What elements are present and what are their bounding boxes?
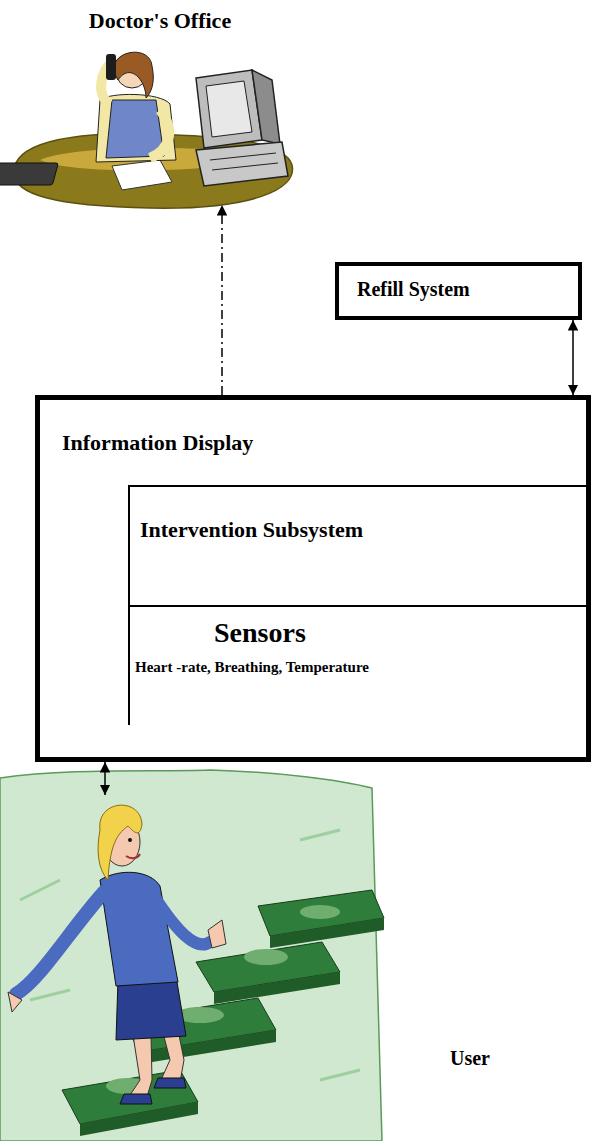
layer-band: SensorsHeart -rate, Breathing, Temperatu… [128,605,586,725]
connector-arrow [572,320,574,395]
layer-band: Intervention Subsystem [128,485,586,605]
node-title: Intervention Subsystem [140,517,363,542]
user-clipart-part [208,920,226,948]
doctor-office-clipart-part [106,54,116,80]
user-clipart-part [98,805,142,880]
node-title: Information Display [62,430,253,455]
doctor-office-clipart-part [114,52,154,98]
user-clipart-part [154,896,210,944]
user-clipart-part [0,770,382,1141]
doctor-office-clipart-part [0,163,58,185]
connector-arrow [104,762,106,795]
doctor-office-clipart-part [196,142,288,186]
device-box: Information DisplayIntervention Subsyste… [35,395,591,762]
user-clipart-part [100,872,178,986]
user-clipart-part [120,1094,152,1104]
doctor-office-clipart-part [212,163,278,170]
doctor-office-clipart-part [196,70,262,148]
user-illustration: User [0,795,591,1141]
user-clipart-part [8,992,22,1012]
doctor-office-clipart-part [106,100,164,158]
node-title: User [450,1047,490,1070]
node-subtitle: Heart -rate, Breathing, Temperature [135,659,369,676]
user-clipart-part [126,854,140,858]
node-title: Doctor's Office [89,8,231,33]
user-clipart-part [154,1078,186,1088]
user-clipart-part [270,918,384,948]
user-clipart-part [300,905,340,919]
user-clipart-part [20,830,360,1080]
office-illustration: Doctor's Office [40,4,280,205]
node-title: Refill System [357,278,470,301]
user-clipart-part [214,972,340,1004]
user-clipart-part [244,949,288,965]
doctor-office-clipart-part [112,160,172,190]
user-clipart [0,770,384,1141]
doctor-office-clipart [0,52,293,208]
doctor-office-clipart-part [206,81,252,137]
connector-arrow [221,205,223,395]
doctor-office-clipart-part [210,153,276,160]
user-clipart-part [128,838,132,842]
doctor-office-clipart-part [252,70,280,144]
user-clipart-part [80,1102,198,1136]
doctor-office-clipart-part [150,110,169,158]
node-title: Sensors [214,617,306,649]
system-box: Refill System [335,262,582,320]
user-clipart-part [16,892,104,994]
